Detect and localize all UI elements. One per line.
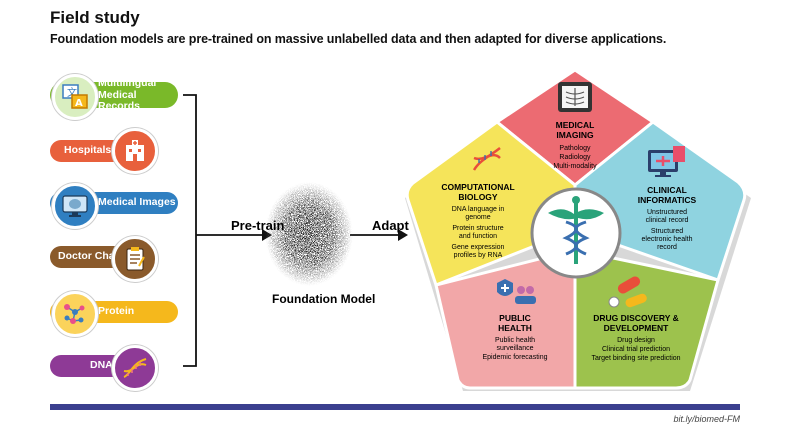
pills-icon bbox=[608, 276, 647, 308]
segment-item: Target binding site prediction bbox=[591, 355, 680, 362]
figure-subtitle: Foundation models are pre-trained on mas… bbox=[50, 32, 667, 46]
hospital-icon bbox=[112, 128, 158, 174]
source-label: Doctor Charts bbox=[58, 250, 129, 263]
source-credit: bit.ly/biomed-FM bbox=[673, 414, 740, 424]
segment-item: genome bbox=[465, 214, 490, 221]
segment-title: DRUG DISCOVERY & bbox=[593, 313, 679, 323]
source-label: DNA bbox=[90, 359, 113, 372]
pretrain-label: Pre-train bbox=[231, 218, 285, 233]
segment-title: INFORMATICS bbox=[638, 195, 697, 205]
sources-bracket bbox=[183, 94, 197, 367]
drug-text: DRUG DISCOVERY & DEVELOPMENT Drug design… bbox=[591, 313, 680, 362]
segment-item: profiles by RNA bbox=[454, 252, 503, 259]
segment-public-health bbox=[434, 248, 577, 390]
protein-icon bbox=[52, 291, 98, 337]
segment-title: PUBLIC bbox=[499, 313, 531, 323]
segment-item: clinical record bbox=[646, 217, 689, 224]
clipboard-icon bbox=[112, 236, 158, 282]
segment-item: Multi-modality bbox=[553, 163, 597, 170]
segment-item: Unstructured bbox=[647, 209, 687, 216]
segment-item: Clinical trial prediction bbox=[602, 346, 670, 353]
segment-title: MEDICAL bbox=[556, 120, 595, 130]
segment-item: record bbox=[657, 244, 677, 251]
source-label: Medical Records bbox=[98, 88, 141, 112]
monitor-icon bbox=[52, 183, 98, 229]
xray-icon bbox=[558, 82, 592, 112]
source-label: Medical Images bbox=[98, 196, 176, 209]
segment-item: Protein structure bbox=[452, 225, 503, 232]
biology-text: COMPUTATIONAL BIOLOGY DNA language in ge… bbox=[441, 182, 514, 259]
segment-title: CLINICAL bbox=[647, 185, 687, 195]
adapt-label: Adapt bbox=[372, 218, 410, 233]
segment-title: DEVELOPMENT bbox=[604, 323, 670, 333]
segment-item: Structured bbox=[651, 228, 683, 235]
source-label: Protein bbox=[98, 305, 135, 318]
source-label: Multilingual bbox=[98, 77, 157, 90]
segment-item: Epidemic forecasting bbox=[483, 354, 548, 361]
segment-title: COMPUTATIONAL bbox=[441, 182, 514, 192]
segment-item: electronic health bbox=[642, 236, 693, 243]
svg-text:A: A bbox=[75, 98, 83, 109]
svg-text:文: 文 bbox=[67, 86, 77, 99]
caduceus-icon bbox=[548, 196, 604, 264]
segment-item: Pathology bbox=[559, 145, 591, 152]
source-label: Hospitals bbox=[64, 144, 112, 157]
informatics-text: CLINICAL INFORMATICS Unstructured clinic… bbox=[638, 185, 697, 251]
segment-title: BIOLOGY bbox=[458, 192, 498, 202]
clinical-monitor-icon bbox=[648, 146, 685, 177]
segment-item: Radiology bbox=[559, 154, 591, 161]
segment-item: Gene expression bbox=[452, 244, 505, 251]
figure-title: Field study bbox=[50, 8, 140, 27]
segment-item: DNA language in bbox=[452, 206, 505, 213]
public-health-text: PUBLIC HEALTH Public health surveillance… bbox=[483, 313, 548, 361]
imaging-text: MEDICAL IMAGING Pathology Radiology Mult… bbox=[553, 120, 597, 170]
segment-item: Drug design bbox=[617, 337, 655, 344]
segment-title: HEALTH bbox=[498, 323, 532, 333]
foundation-model-cloud bbox=[265, 182, 353, 286]
dna-icon bbox=[112, 345, 158, 391]
segment-item: and function bbox=[459, 233, 497, 240]
footer-bar bbox=[50, 404, 740, 410]
segment-item: Public health bbox=[495, 337, 535, 344]
segment-title: IMAGING bbox=[556, 130, 594, 140]
adapt-arrowhead bbox=[398, 229, 408, 241]
foundation-model-label: Foundation Model bbox=[272, 292, 375, 306]
segment-item: surveillance bbox=[497, 345, 534, 352]
segment-drug-discovery bbox=[573, 248, 720, 390]
dna-helix-icon bbox=[472, 147, 501, 171]
public-health-icon bbox=[497, 279, 536, 304]
